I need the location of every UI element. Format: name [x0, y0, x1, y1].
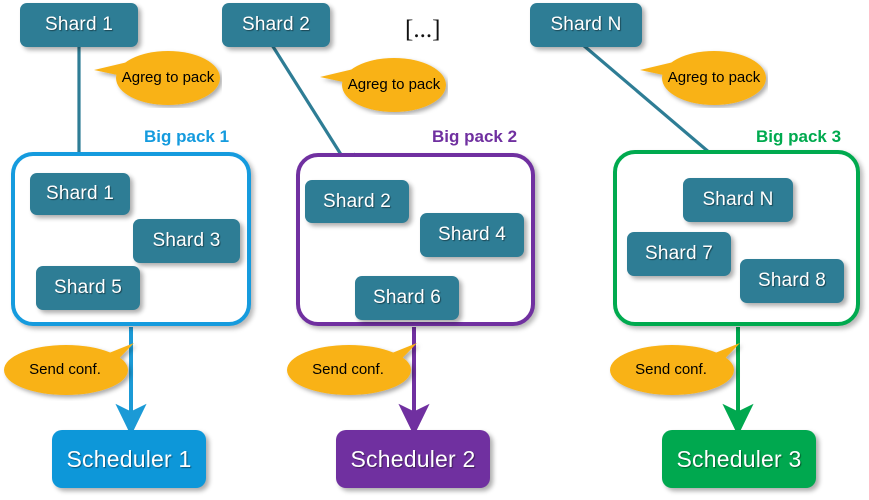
shard-node-pack1-1[interactable]: Shard 1 — [30, 173, 130, 215]
callout-send-conf-3: Send conf. — [608, 339, 748, 401]
callout-agreg-to-pack-3: Agreg to pack — [638, 48, 768, 108]
callout-send-conf-1: Send conf. — [2, 339, 142, 401]
ellipsis-label: [...] — [405, 16, 441, 43]
shard-node-pack2-4[interactable]: Shard 4 — [420, 213, 524, 257]
callout-bubble-shape — [640, 51, 766, 105]
shard-node-label: Shard 2 — [323, 190, 391, 212]
callout-bubble-shape — [287, 343, 417, 395]
scheduler-node-label: Scheduler 2 — [350, 445, 476, 472]
shard-node-label: Shard 1 — [45, 14, 113, 35]
shard-node-pack2-6[interactable]: Shard 6 — [355, 276, 459, 320]
callout-bubble-shape — [320, 58, 446, 112]
callout-agreg-to-pack-1: Agreg to pack — [92, 48, 222, 108]
shard-node-pack1-3[interactable]: Shard 3 — [133, 219, 240, 263]
callout-agreg-to-pack-2: Agreg to pack — [318, 55, 448, 115]
callout-send-conf-2: Send conf. — [285, 339, 425, 401]
callout-bubble-shape — [94, 51, 220, 105]
shard-node-label: Shard 8 — [758, 270, 826, 291]
shard-node-label: Shard 1 — [46, 183, 114, 204]
shard-node-label: Shard 7 — [645, 243, 713, 264]
shard-node-label: Shard N — [550, 14, 622, 35]
callout-bubble-shape — [4, 343, 134, 395]
scheduler-node-3[interactable]: Scheduler 3 — [662, 430, 816, 488]
pack-label-1: Big pack 1 — [144, 127, 230, 146]
shard-node-top-n[interactable]: Shard N — [530, 3, 642, 47]
pack-label-3: Big pack 3 — [756, 127, 842, 146]
scheduler-node-label: Scheduler 1 — [66, 445, 192, 472]
scheduler-node-1[interactable]: Scheduler 1 — [52, 430, 206, 488]
shard-node-pack3-8[interactable]: Shard 8 — [740, 259, 844, 303]
shard-node-label: Shard N — [702, 189, 774, 210]
pack-label-2: Big pack 2 — [432, 127, 518, 146]
shard-node-pack3-7[interactable]: Shard 7 — [627, 232, 731, 276]
callout-bubble-shape — [610, 343, 740, 395]
shard-node-label: Shard 4 — [438, 224, 506, 245]
scheduler-node-2[interactable]: Scheduler 2 — [336, 430, 490, 488]
shard-node-label: Shard 3 — [152, 230, 221, 251]
scheduler-node-label: Scheduler 3 — [676, 445, 802, 472]
shard-node-top-2[interactable]: Shard 2 — [222, 3, 330, 47]
shard-node-pack1-5[interactable]: Shard 5 — [36, 266, 140, 310]
shard-node-label: Shard 6 — [373, 287, 441, 308]
shard-node-pack2-2[interactable]: Shard 2 — [305, 180, 409, 223]
shard-node-label: Shard 2 — [242, 14, 310, 35]
shard-node-pack3-n[interactable]: Shard N — [683, 178, 793, 222]
shard-node-label: Shard 5 — [54, 277, 122, 298]
shard-node-top-1[interactable]: Shard 1 — [20, 3, 138, 47]
